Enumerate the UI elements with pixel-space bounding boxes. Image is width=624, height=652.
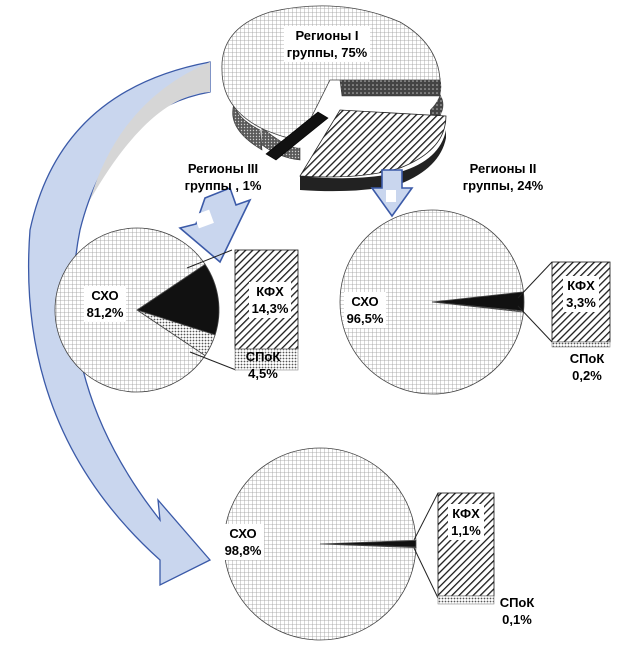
label-regions-1-line1: Регионы I [295,28,359,43]
pie-slice-схо [339,209,524,395]
label-g1-sho-name: СХО [229,526,257,541]
pie-group-3 [54,227,220,393]
label-g2-spok-name: СПоК [569,351,605,366]
label-g2-spok: СПоК 0,2% [562,350,612,384]
label-regions-3-line2: группы , 1% [184,178,262,193]
label-regions-2-line1: Регионы II [469,161,537,176]
label-regions-3: Регионы III группы , 1% [168,160,278,194]
label-g3-sho-value: 81,2% [86,305,124,320]
label-regions-3-line1: Регионы III [187,161,259,176]
label-g1-kfh-name: КФХ [452,506,480,521]
arrow-to-group-3 [178,186,252,264]
top-pie [221,5,447,192]
label-g2-spok-value: 0,2% [572,368,602,383]
slice-regions-1 [221,5,441,141]
label-regions-1-line2: группы, 75% [286,45,368,60]
label-g1-spok-name: СПоК [499,595,535,610]
label-g2-kfh-value: 3,3% [566,295,596,310]
label-g3-spok: СПоК 4,5% [238,348,288,382]
pie-slice-кфх [136,263,220,336]
label-g2-kfh-name: КФХ [567,278,595,293]
label-g3-spok-name: СПоК [245,349,281,364]
label-g1-kfh-value: 1,1% [451,523,481,538]
label-g3-sho: СХО 81,2% [80,286,130,322]
slice-regions-3 [265,111,329,161]
bar-segment-spok-g1 [437,595,495,605]
label-g3-kfh-value: 14,3% [251,301,289,316]
label-regions-2-line2: группы, 24% [462,178,544,193]
label-g1-sho-value: 98,8% [224,543,262,558]
label-g1-spok: СПоК 0,1% [492,594,542,628]
bar-segment-spok-g2 [551,341,611,348]
label-g3-sho-name: СХО [91,288,119,303]
label-g2-sho-value: 96,5% [346,311,384,326]
label-regions-1: Регионы I группы, 75% [262,26,392,62]
pie-group-2 [339,209,525,395]
label-g2-kfh: КФХ 3,3% [556,276,606,312]
label-g3-spok-value: 4,5% [248,366,278,381]
label-g1-sho: СХО 98,8% [218,524,268,560]
bar-segment-spok-g3 [234,348,299,371]
pie-slice-схо [54,227,206,393]
slice-regions-2 [299,109,447,178]
label-g3-kfh-name: КФХ [256,284,284,299]
label-g3-kfh: КФХ 14,3% [245,282,295,318]
connector-lines [186,249,553,599]
label-regions-2: Регионы II группы, 24% [448,160,558,194]
label-g1-spok-value: 0,1% [502,612,532,627]
label-g2-sho-name: СХО [351,294,379,309]
label-g2-sho: СХО 96,5% [340,292,390,328]
label-g1-kfh: КФХ 1,1% [441,504,491,540]
